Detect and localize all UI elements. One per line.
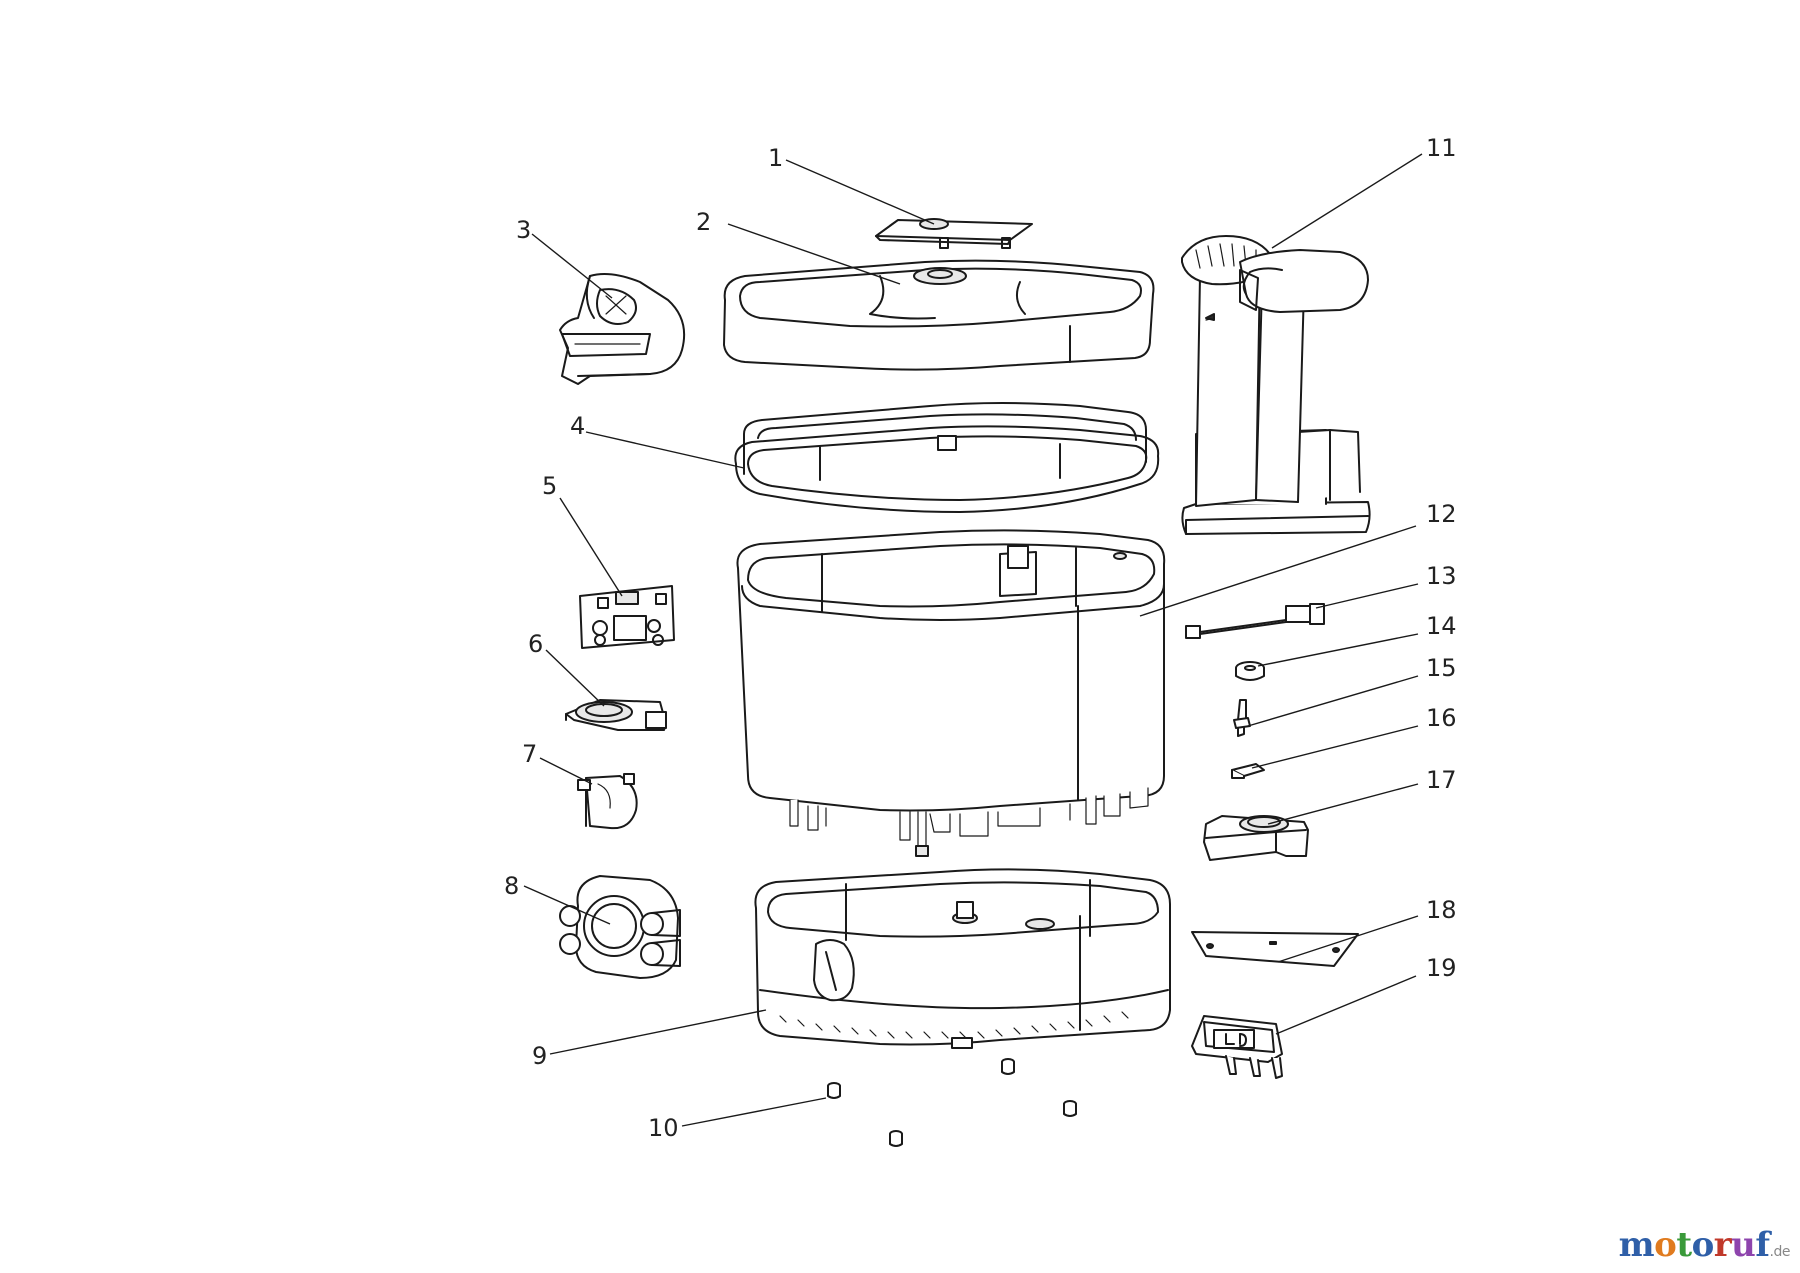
part-14-magnet-ring xyxy=(1235,661,1265,681)
logo-letter: o xyxy=(1654,1225,1677,1265)
part-12-water-tank xyxy=(736,529,1166,857)
logo-letter: f xyxy=(1755,1225,1770,1265)
callout-12: 12 xyxy=(1426,500,1457,528)
part-19-power-socket xyxy=(1191,1015,1283,1079)
leader-9 xyxy=(549,1009,767,1055)
leader-3 xyxy=(531,233,613,299)
callout-16: 16 xyxy=(1426,704,1457,732)
part-17-motor-bracket xyxy=(1203,815,1309,861)
callout-2: 2 xyxy=(696,208,711,236)
leader-lines xyxy=(523,153,1423,1127)
foot-4 xyxy=(889,1130,903,1147)
callout-18: 18 xyxy=(1426,896,1457,924)
part-15-probe-pin xyxy=(1233,699,1251,737)
callout-14: 14 xyxy=(1426,612,1457,640)
callout-5: 5 xyxy=(542,472,557,500)
callout-3: 3 xyxy=(516,216,531,244)
foot-1 xyxy=(827,1082,841,1099)
callout-13: 13 xyxy=(1426,562,1457,590)
foot-2 xyxy=(1001,1058,1015,1075)
callout-9: 9 xyxy=(532,1042,547,1070)
callout-17: 17 xyxy=(1426,766,1457,794)
leader-17 xyxy=(1267,783,1419,825)
part-13-cable xyxy=(1185,603,1325,639)
logo-letter: t xyxy=(1676,1225,1692,1265)
part-3-fan-hood xyxy=(559,273,686,385)
leader-4 xyxy=(585,431,745,469)
logo-letter: m xyxy=(1618,1225,1655,1265)
foot-3 xyxy=(1063,1100,1077,1117)
logo-letter: r xyxy=(1713,1225,1732,1265)
part-6-motor-plate xyxy=(565,699,667,731)
part-5-circuit-board xyxy=(579,585,675,649)
leader-7 xyxy=(539,757,593,785)
part-8-pump-motor xyxy=(559,875,681,979)
leader-6 xyxy=(545,649,605,707)
part-9-base xyxy=(754,868,1171,1049)
leader-1 xyxy=(785,159,935,225)
leader-13 xyxy=(1315,583,1419,609)
leader-8 xyxy=(523,885,611,925)
leader-10 xyxy=(681,1097,827,1127)
callout-11: 11 xyxy=(1426,134,1457,162)
leader-11 xyxy=(1271,153,1423,249)
leader-14 xyxy=(1257,633,1419,667)
part-2-top-cover xyxy=(723,259,1155,371)
callout-6: 6 xyxy=(528,630,543,658)
callout-numbers: 1 2 3 4 5 6 7 8 9 10 11 12 13 14 15 16 1… xyxy=(504,134,1457,1142)
leader-16 xyxy=(1251,725,1419,769)
callout-4: 4 xyxy=(570,412,585,440)
leader-15 xyxy=(1247,675,1419,727)
leader-2 xyxy=(727,223,901,285)
part-10-feet xyxy=(827,1058,1077,1147)
callout-1: 1 xyxy=(768,144,783,172)
part-18-mount-plate xyxy=(1191,931,1359,967)
callout-7: 7 xyxy=(522,740,537,768)
callout-8: 8 xyxy=(504,872,519,900)
leader-18 xyxy=(1277,915,1419,963)
logo-letter: u xyxy=(1731,1225,1756,1265)
callout-15: 15 xyxy=(1426,654,1457,682)
part-4-seal-ring xyxy=(734,402,1160,513)
logo-suffix: .de xyxy=(1769,1244,1791,1260)
leader-19 xyxy=(1275,975,1417,1035)
part-7-capacitor xyxy=(577,773,638,830)
logo-letter: o xyxy=(1691,1225,1715,1265)
leader-12 xyxy=(1139,525,1417,617)
callout-19: 19 xyxy=(1426,954,1457,982)
part-11-dispenser-tower xyxy=(1181,235,1371,535)
leader-5 xyxy=(559,497,623,597)
callout-10: 10 xyxy=(648,1114,679,1142)
motoruf-logo: motoruf.de xyxy=(1618,1225,1791,1265)
part-1-small-lid xyxy=(875,218,1033,249)
